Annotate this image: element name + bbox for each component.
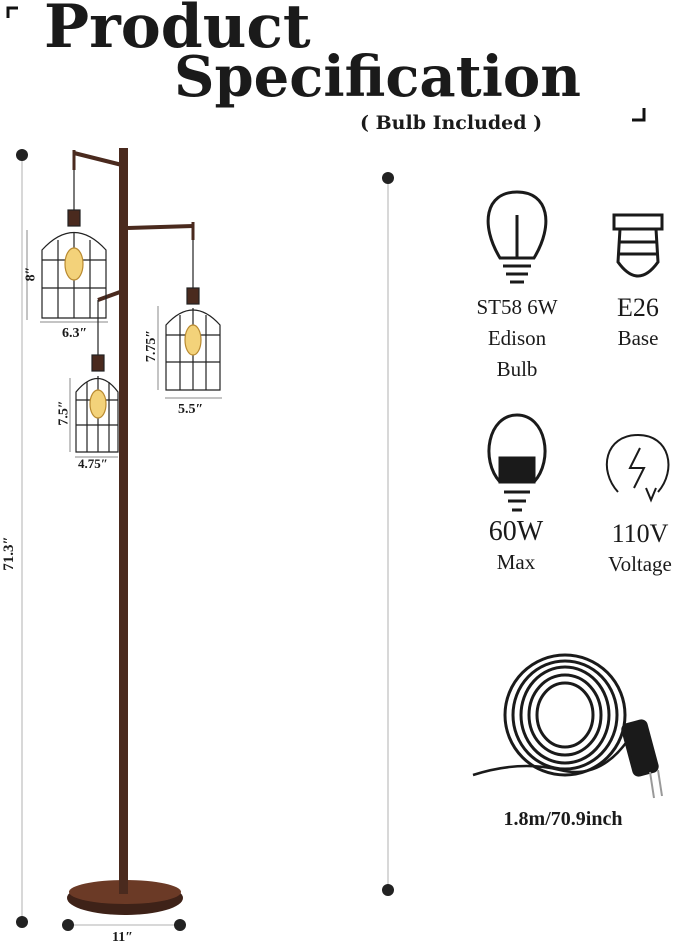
- cord-length-label: 1.8m/70.9inch: [503, 808, 623, 830]
- cage3-width-label: 4.75″: [78, 456, 108, 471]
- cage3-height-label: 7.5″: [56, 400, 72, 426]
- cage1-height-label: 8″: [23, 266, 39, 282]
- subtitle: ( Bulb Included ): [360, 112, 543, 134]
- floor-lamp-image: [41, 148, 221, 915]
- bulb-type-line1: ST58 6W: [476, 295, 558, 319]
- max-wattage-bulb-icon: [487, 413, 547, 512]
- voltage-spec: 110V Voltage: [590, 518, 679, 580]
- cage2-width-label: 5.5″: [178, 402, 204, 417]
- cage2-height-label: 7.75″: [144, 329, 160, 363]
- wattage-value: 60W: [488, 516, 544, 547]
- base-label: Base: [617, 326, 659, 350]
- bulb-type-spec: ST58 6W Edison Bulb: [447, 292, 587, 385]
- wattage-label: Max: [496, 550, 536, 574]
- edison-bulb-icon: [486, 190, 548, 284]
- title-line-2: Specification: [174, 44, 581, 110]
- voltage-label: Voltage: [608, 552, 672, 576]
- title-line-1: Product: [44, 0, 311, 62]
- corner-bracket-top-left: [6, 6, 18, 18]
- max-wattage-spec: 60W Max: [456, 516, 576, 578]
- cage1-width-label: 6.3″: [62, 326, 88, 341]
- base-value: E26: [617, 293, 659, 322]
- e26-base-icon: [612, 213, 664, 278]
- corner-bracket-right: [632, 108, 646, 122]
- base-width-label: 11″: [112, 930, 133, 945]
- total-height-label: 71.3″: [0, 536, 17, 571]
- voltage-icon: [605, 433, 670, 503]
- base-spec: E26 Base: [588, 292, 679, 354]
- bulb-type-line2: Edison: [487, 326, 547, 350]
- bulb-type-line3: Bulb: [496, 357, 538, 381]
- voltage-value: 110V: [611, 519, 669, 548]
- power-cord-image: [472, 653, 663, 799]
